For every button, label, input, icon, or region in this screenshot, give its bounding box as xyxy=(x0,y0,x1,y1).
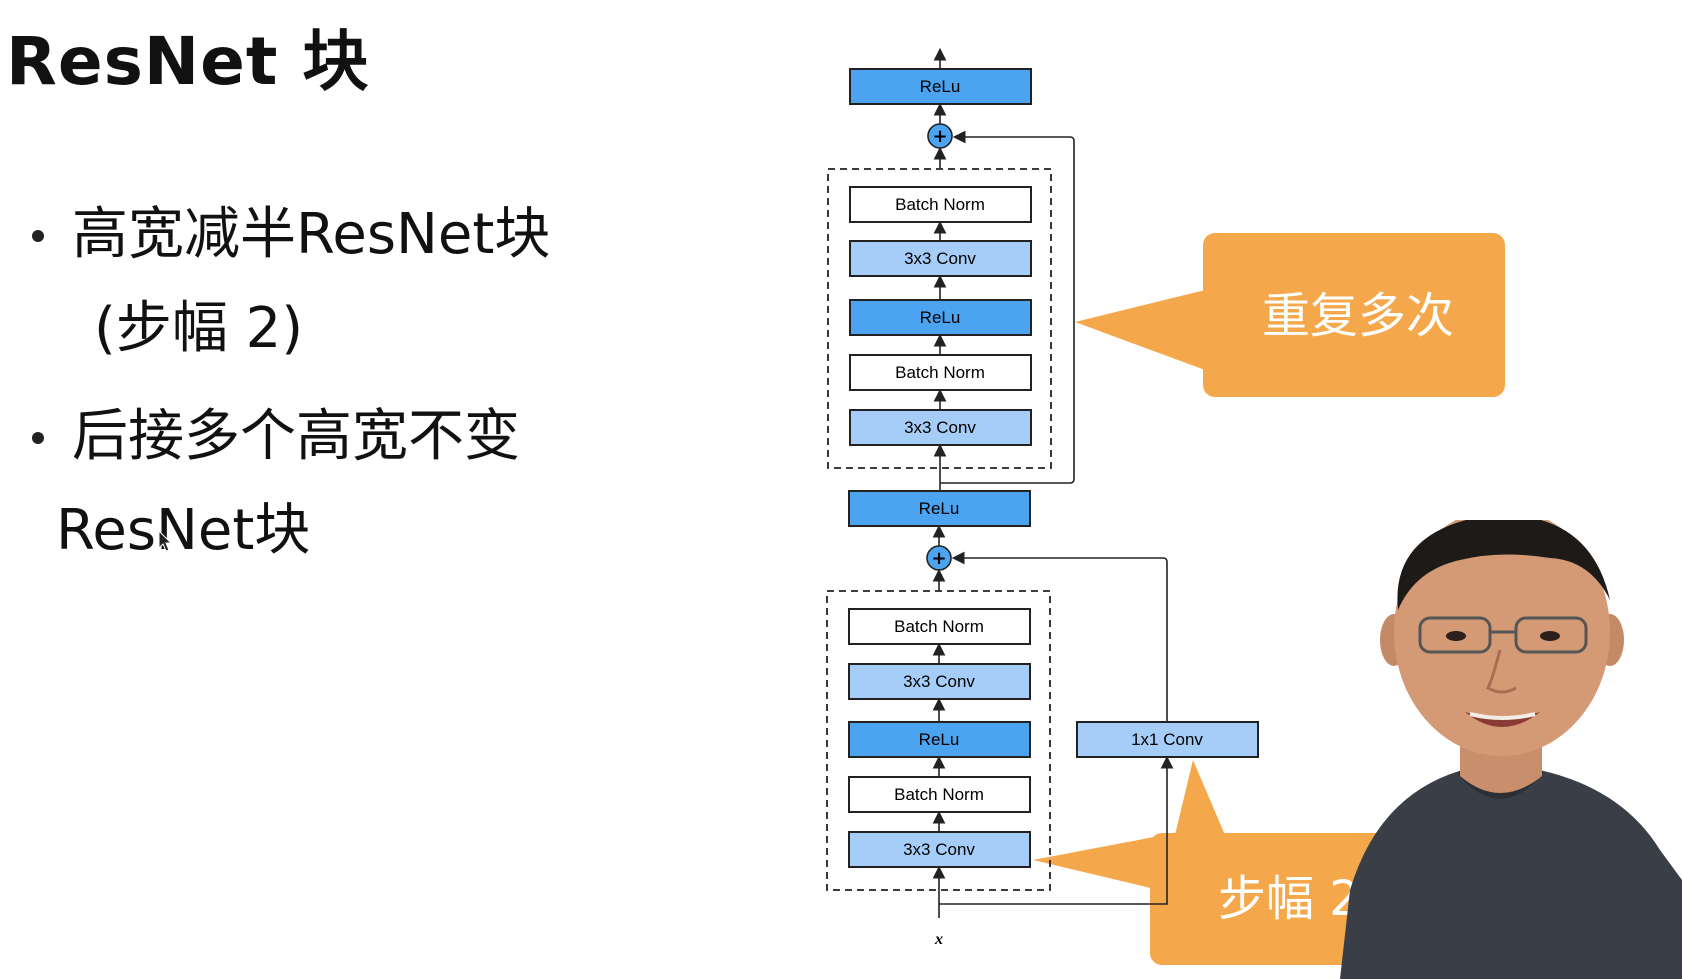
bullet-text: 高宽减半ResNet块 xyxy=(72,202,551,267)
batchnorm-box xyxy=(849,354,1032,391)
layer-label: Batch Norm xyxy=(895,363,985,382)
layer-label: 3x3 Conv xyxy=(903,840,975,859)
svg-text:+: + xyxy=(931,548,946,569)
input-label: x xyxy=(934,931,943,948)
layer-label: Batch Norm xyxy=(895,195,985,214)
shortcut-label: 1x1 Conv xyxy=(1131,730,1203,749)
relu-box xyxy=(848,490,1031,527)
bullet-dot xyxy=(32,432,44,444)
shortcut-conv-box xyxy=(1076,721,1259,758)
bullet-text: 后接多个高宽不变 xyxy=(72,404,520,469)
presenter-video xyxy=(1340,520,1682,979)
layer-label: ReLu xyxy=(920,308,961,327)
layer-label: ReLu xyxy=(919,730,960,749)
layer-label: 3x3 Conv xyxy=(904,249,976,268)
bullet-text: (步幅 2) xyxy=(94,296,304,361)
skip-connection xyxy=(940,130,1075,484)
stride-resnet-block: ReLu + Batch Norm 3x3 Conv ReLu Batch No… xyxy=(826,490,1259,948)
layer-label: Batch Norm xyxy=(894,785,984,804)
layer-label: 3x3 Conv xyxy=(903,672,975,691)
relu-label: ReLu xyxy=(919,499,960,518)
relu-box xyxy=(848,721,1031,758)
bullet-text: ResNet块 xyxy=(56,498,311,563)
bullet-item: 高宽减半ResNet块 (步幅 2) xyxy=(30,188,550,376)
callout-repeat-text: 重复多次 xyxy=(1262,288,1454,344)
callout-stride-text: 步幅 2 xyxy=(1218,871,1360,927)
batchnorm-box xyxy=(848,776,1031,813)
block-frame xyxy=(826,590,1051,891)
mouse-pointer-icon xyxy=(158,530,173,552)
relu-box xyxy=(849,299,1032,336)
bullet-item: 后接多个高宽不变 ResNet块 xyxy=(30,390,550,578)
conv-box xyxy=(848,663,1031,700)
layer-label: Batch Norm xyxy=(894,617,984,636)
callout-repeat: 重复多次 xyxy=(1075,233,1505,397)
shortcut-path-out xyxy=(951,551,1168,722)
batchnorm-box xyxy=(849,186,1032,223)
callout-stride: 步幅 2 xyxy=(1033,760,1390,965)
repeated-resnet-block: ReLu + Batch Norm 3x3 Conv ReLu Batch No… xyxy=(827,47,1075,490)
relu-box xyxy=(849,68,1032,105)
svg-text:+: + xyxy=(932,126,947,147)
slide-title: ResNet 块 xyxy=(6,23,370,100)
bullet-list: 高宽减半ResNet块 (步幅 2) 后接多个高宽不变 ResNet块 xyxy=(30,188,550,578)
layer-label: 3x3 Conv xyxy=(904,418,976,437)
shortcut-path-in xyxy=(939,755,1174,905)
block-frame xyxy=(827,168,1052,469)
relu-label: ReLu xyxy=(920,77,961,96)
conv-box xyxy=(848,831,1031,868)
batchnorm-box xyxy=(848,608,1031,645)
bullet-dot xyxy=(32,230,44,242)
